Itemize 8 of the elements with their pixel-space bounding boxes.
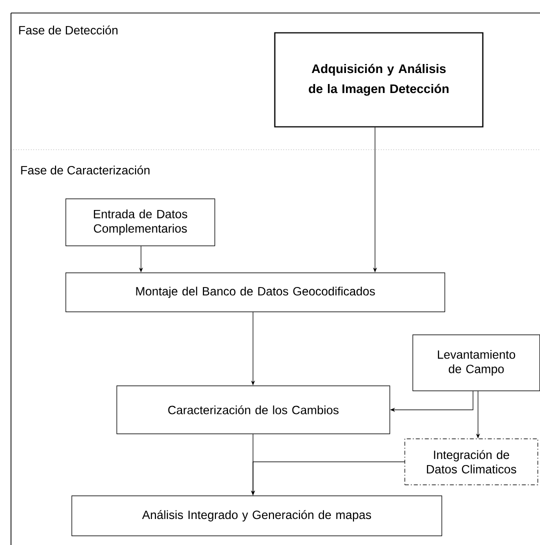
process-box: Integración de Datos Climaticos — [404, 438, 538, 486]
process-box: Entrada de Datos Complementarios — [66, 198, 216, 246]
process-box: Caracterización de los Cambios — [116, 386, 390, 434]
node-label: Fase de Caracterización — [21, 166, 150, 174]
process-box: Análisis Integrado y Generación de mapas — [72, 496, 442, 536]
process-box: Levantamiento de Campo — [412, 334, 540, 392]
process-box: Montaje del Banco de Datos Geocodificados — [66, 272, 446, 312]
process-box: Adquisición y Análisis de la Imagen Detección — [274, 32, 484, 128]
